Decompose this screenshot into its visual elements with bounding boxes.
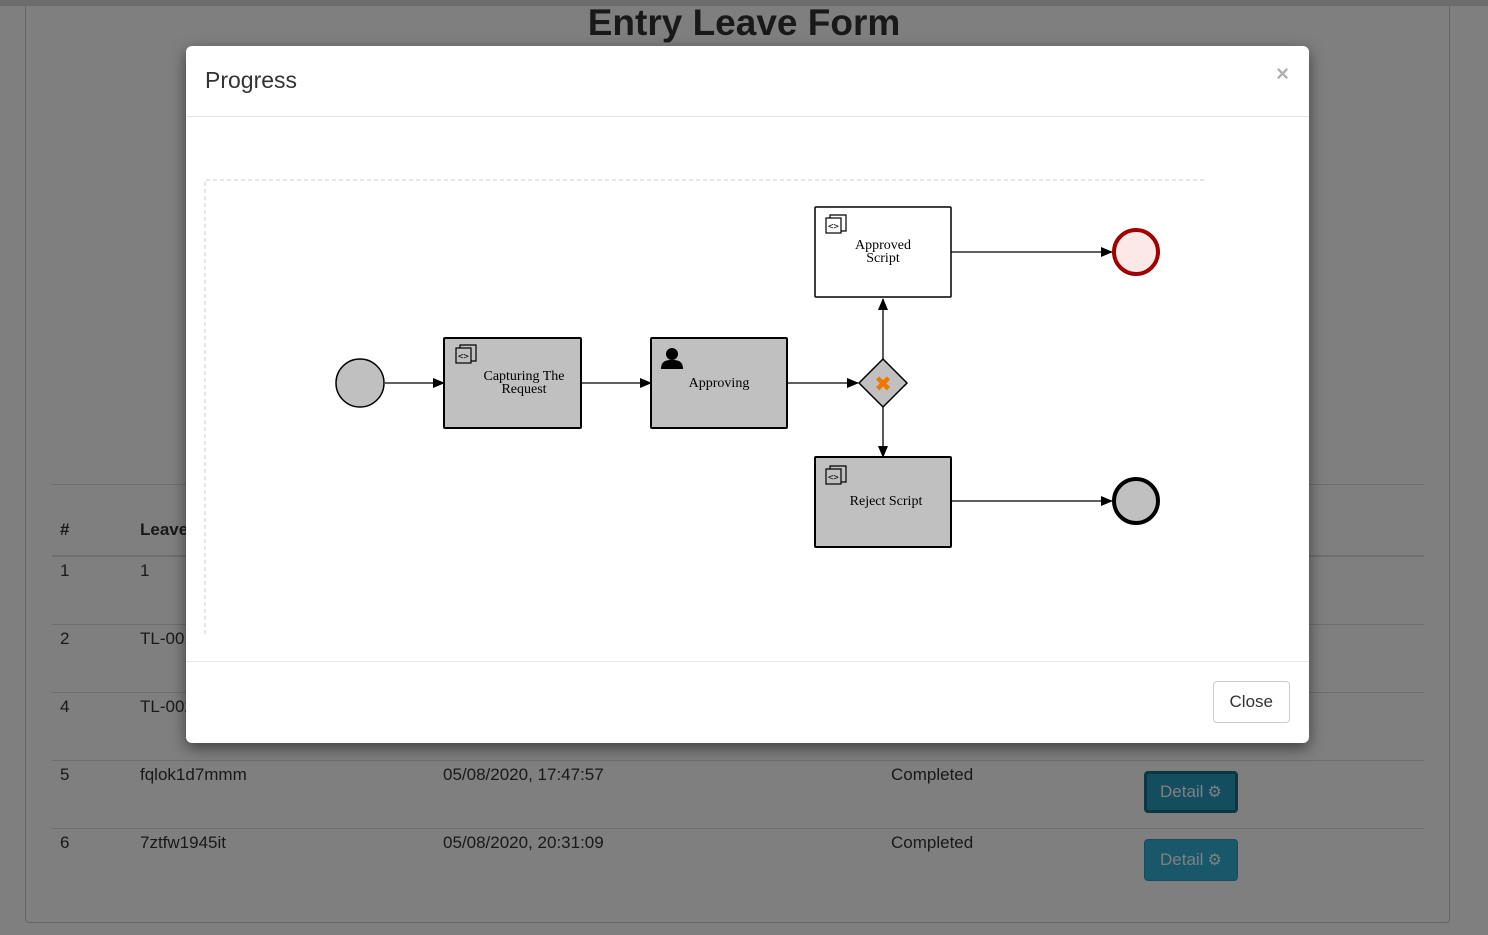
modal-header: Progress × xyxy=(186,46,1309,117)
task-label: Approving xyxy=(689,376,750,391)
modal-title: Progress xyxy=(205,67,298,93)
task-approving[interactable]: Approving xyxy=(650,337,788,429)
modal-body: <> Capturing The Request Approving ✖ xyxy=(186,117,1309,661)
modal-footer: Close xyxy=(186,661,1309,744)
bpmn-diagram: <> Capturing The Request Approving ✖ xyxy=(204,179,1204,634)
script-icon: <> xyxy=(825,465,847,485)
task-label-line1: Approved xyxy=(855,238,911,253)
svg-text:<>: <> xyxy=(458,352,469,362)
task-label: Reject Script xyxy=(850,494,923,509)
task-label-line1: Capturing The xyxy=(483,369,564,384)
task-label-line2: Request xyxy=(501,382,546,397)
script-icon: <> xyxy=(455,344,477,364)
exclusive-gateway[interactable]: ✖ xyxy=(857,357,909,409)
task-reject-script[interactable]: <> Reject Script xyxy=(814,456,952,548)
close-button[interactable]: Close xyxy=(1212,681,1290,723)
script-icon: <> xyxy=(825,214,847,234)
end-event-approved[interactable] xyxy=(1112,228,1160,276)
task-label-line2: Script xyxy=(866,251,900,266)
user-icon xyxy=(661,348,683,369)
canvas-border xyxy=(204,179,1204,634)
svg-text:<>: <> xyxy=(828,222,839,232)
end-event-rejected[interactable] xyxy=(1112,477,1160,525)
task-approved-script[interactable]: <> Approved Script xyxy=(814,206,952,298)
progress-modal: Progress × xyxy=(186,46,1309,743)
svg-text:<>: <> xyxy=(828,473,839,483)
start-event[interactable] xyxy=(335,358,385,408)
close-icon[interactable]: × xyxy=(1276,61,1289,86)
task-capturing-request[interactable]: <> Capturing The Request xyxy=(443,337,582,429)
gateway-x-icon: ✖ xyxy=(874,372,892,396)
